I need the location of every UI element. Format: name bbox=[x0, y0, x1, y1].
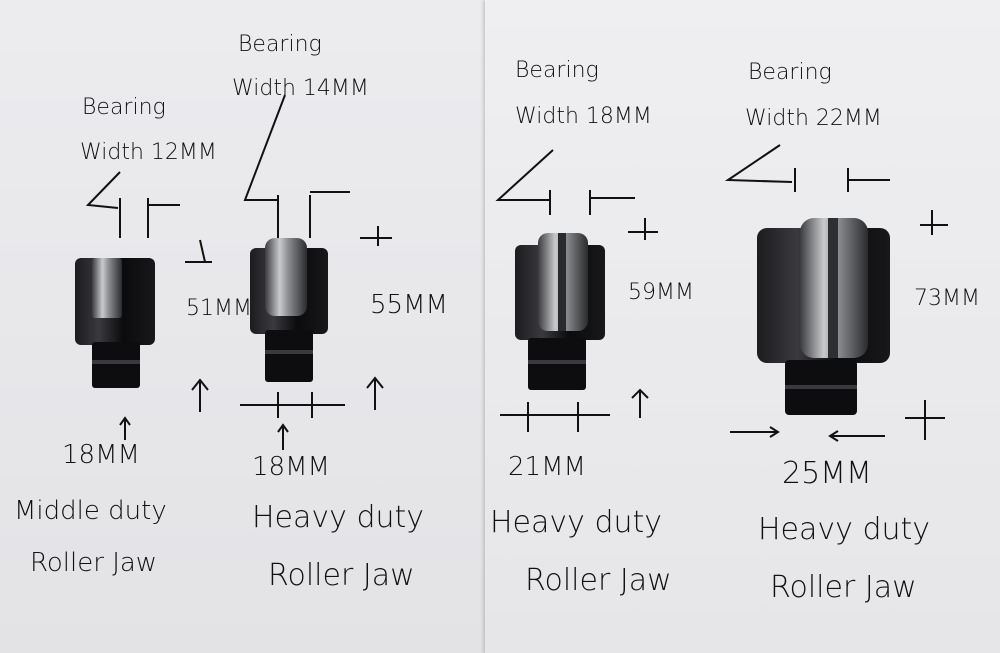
jaw2-type-line1: Heavy duty bbox=[252, 500, 425, 535]
jaw4-bearing-label: Bearing bbox=[748, 60, 832, 85]
jaw2-shaft-label: 18MM bbox=[252, 452, 330, 482]
jaw1-shaft-label: 18MM bbox=[62, 440, 140, 470]
jaw4-height-label: 73MM bbox=[914, 286, 980, 311]
jaw1-bearing-label: Bearing bbox=[82, 95, 166, 120]
jaw3-width-label: Width 18MM bbox=[515, 104, 652, 129]
dimension-marks bbox=[85, 94, 948, 450]
jaw3-bearing-label: Bearing bbox=[515, 58, 599, 83]
jaw1-width-label: Width 12MM bbox=[80, 140, 217, 165]
roller-jaw-1 bbox=[75, 258, 155, 388]
jaw4-type-line1: Heavy duty bbox=[758, 512, 931, 547]
jaw4-width-label: Width 22MM bbox=[745, 106, 882, 131]
jaw2-type-line2: Roller Jaw bbox=[268, 558, 415, 593]
jaw1-height-label: 51MM bbox=[186, 296, 252, 321]
jaw2-width-label: Width 14MM bbox=[232, 76, 369, 101]
jaw1-type-line2: Roller Jaw bbox=[30, 548, 158, 578]
jaw2-height-label: 55MM bbox=[370, 290, 448, 320]
jaw4-shaft-label: 25MM bbox=[782, 456, 872, 491]
roller-jaw-4 bbox=[757, 218, 890, 415]
jaw3-height-label: 59MM bbox=[628, 280, 694, 305]
jaw4-type-line2: Roller Jaw bbox=[770, 570, 917, 605]
jaw3-type-line2: Roller Jaw bbox=[525, 563, 672, 598]
jaw1-type-line1: Middle duty bbox=[14, 496, 167, 526]
jaw2-bearing-label: Bearing bbox=[238, 32, 322, 57]
roller-jaw-3 bbox=[515, 233, 605, 390]
jaw3-shaft-label: 21MM bbox=[508, 452, 586, 482]
jaw3-type-line1: Heavy duty bbox=[490, 505, 663, 540]
roller-jaw-2 bbox=[250, 238, 328, 382]
